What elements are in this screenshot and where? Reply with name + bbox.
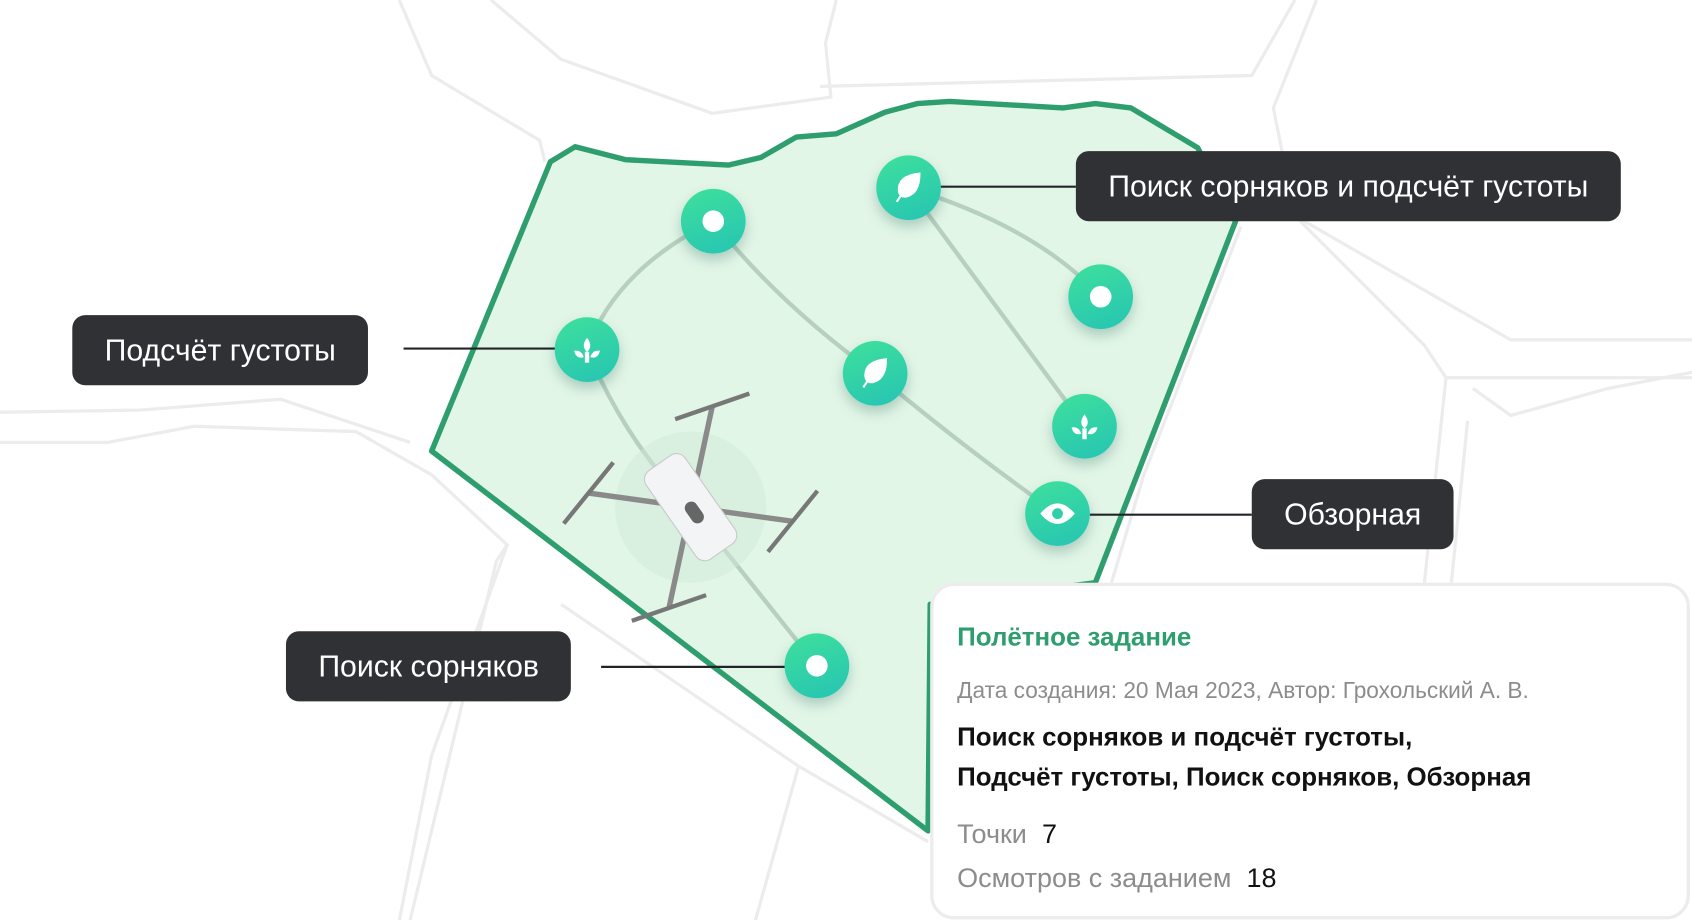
dot-icon [1089, 285, 1112, 308]
label-overview: Обзорная [1251, 479, 1454, 550]
task-types-line: Подсчёт густоты, Поиск сорняков, Обзорна… [957, 762, 1532, 793]
dot-icon [806, 655, 828, 677]
points-stat: Точки 7 [957, 813, 1663, 857]
points-label: Точки [957, 819, 1027, 850]
label-weeds: Поиск сорняков [285, 631, 572, 702]
waypoint-density[interactable] [1052, 393, 1117, 459]
waypoint-weeds-density[interactable] [842, 340, 908, 406]
eye-icon [1040, 503, 1075, 524]
waypoint-overview[interactable] [1025, 481, 1090, 547]
inspections-value: 18 [1246, 863, 1277, 894]
leaf-icon [862, 358, 888, 388]
inspections-stat: Осмотров с заданием 18 [957, 857, 1663, 901]
leaf-icon [895, 172, 921, 203]
waypoint-density[interactable] [554, 317, 620, 383]
card-task-types: Поиск сорняков и подсчёт густоты, Подсчё… [957, 718, 1663, 798]
sprout-icon [1071, 414, 1098, 440]
label-connectors [403, 185, 1252, 668]
dot-icon [702, 210, 725, 233]
card-title: Полётное задание [957, 622, 1192, 652]
label-weeds-and-density: Поиск сорняков и подсчёт густоты [1075, 151, 1621, 222]
label-density: Подсчёт густоты [72, 315, 369, 386]
waypoint-dot[interactable] [680, 188, 746, 254]
field-polygon[interactable] [428, 98, 1239, 834]
waypoint-dot[interactable] [1068, 264, 1134, 330]
sprout-icon [574, 337, 600, 363]
waypoint-dot[interactable] [784, 633, 850, 699]
task-types-line: Поиск сорняков и подсчёт густоты, [957, 722, 1413, 753]
drone-icon[interactable] [551, 376, 829, 639]
inspections-label: Осмотров с заданием [957, 863, 1232, 894]
waypoint-weeds-density[interactable] [876, 155, 941, 221]
flight-task-card[interactable]: Полётное задание Дата создания: 20 Мая 2… [930, 582, 1690, 920]
card-meta: Дата создания: 20 Мая 2023, Автор: Грохо… [957, 678, 1529, 704]
points-value: 7 [1041, 819, 1057, 850]
